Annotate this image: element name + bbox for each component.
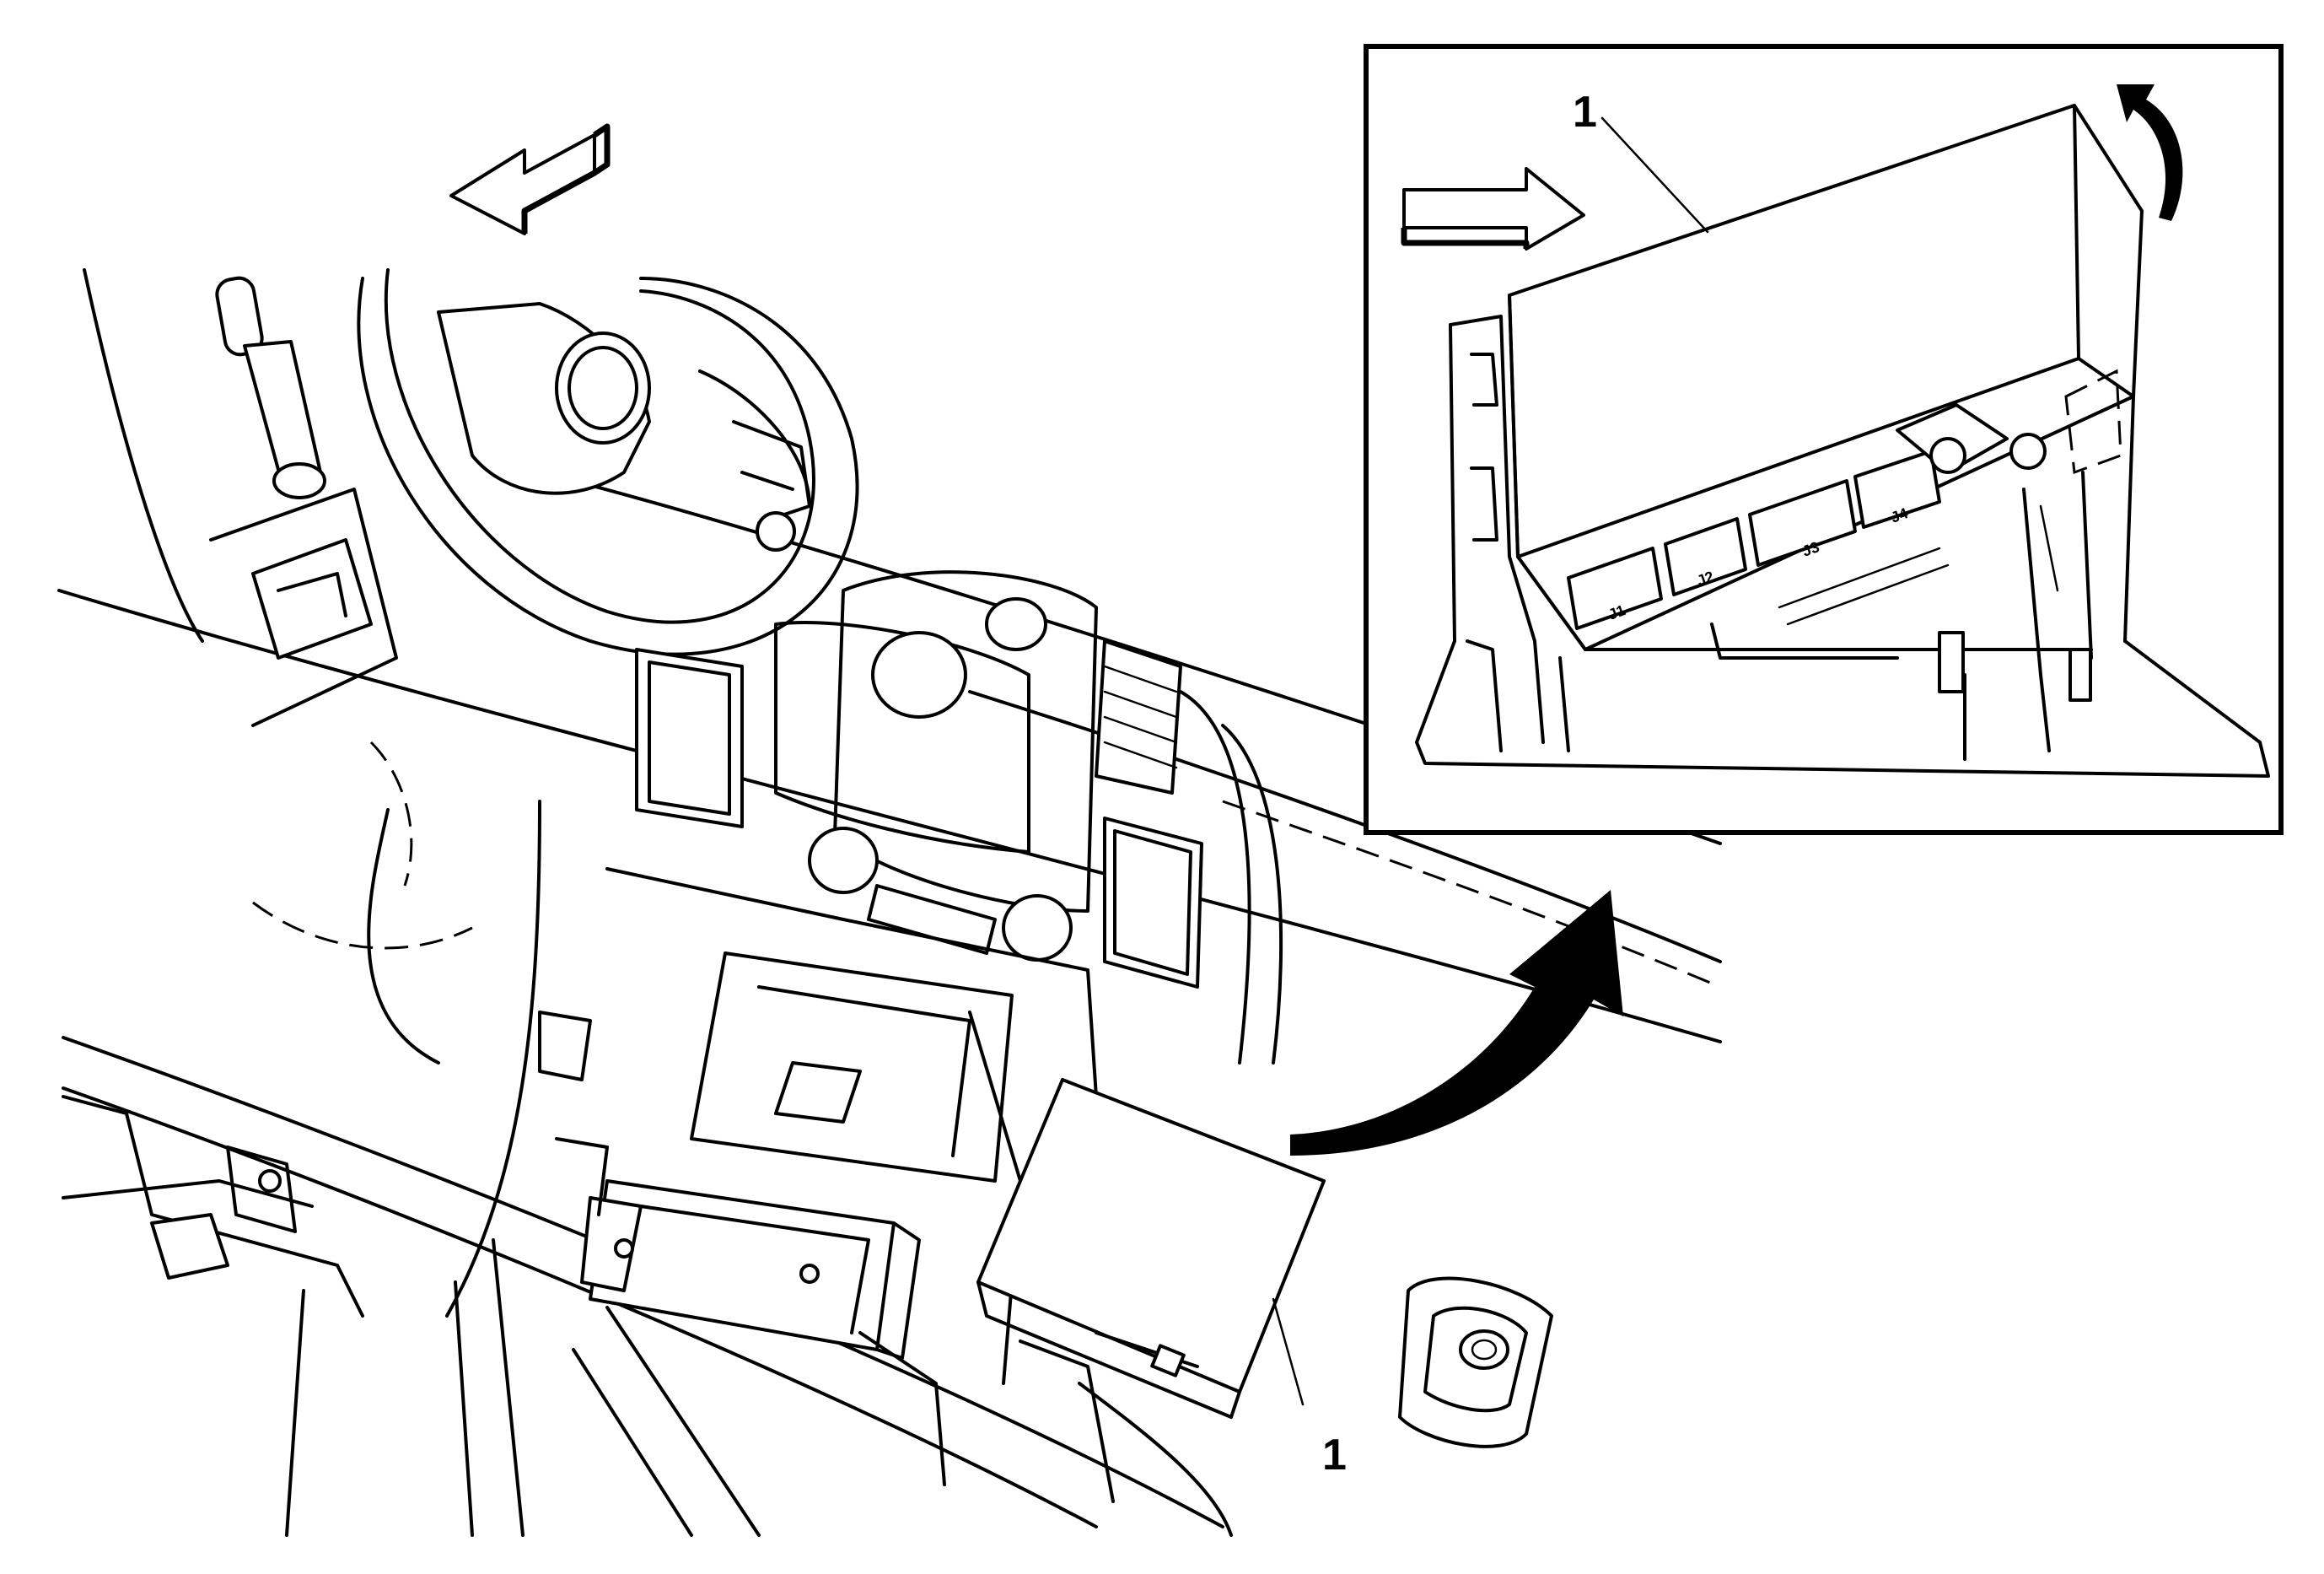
steering-wheel [357,268,859,656]
body-control-module [976,1078,1326,1419]
floor-console [1398,1276,1553,1448]
inset-callout: 1 [1573,88,1709,234]
inset-module: J1 J2 J3 J4 [1508,104,2144,651]
removal-arrow-curved[interactable] [1290,890,1623,1156]
inset-detail: J1 J2 J3 J4 [1364,44,2284,835]
turn-signal-stalk [215,276,326,499]
direction-arrow-left [449,123,611,235]
main-callout: 1 [1272,1297,1347,1480]
main-callout-label: 1 [1322,1431,1347,1480]
inset-callout-label: 1 [1573,88,1597,137]
main-illustration: 1 [57,123,1722,1537]
lift-arrow-small [2117,84,2183,221]
steering-column [209,488,541,1318]
left-panel [62,1095,761,1537]
lower-dash-structure [538,867,1233,1537]
direction-arrow-right [1401,167,1585,251]
center-stack [635,570,1283,1065]
inset-bracket [1415,315,2270,778]
